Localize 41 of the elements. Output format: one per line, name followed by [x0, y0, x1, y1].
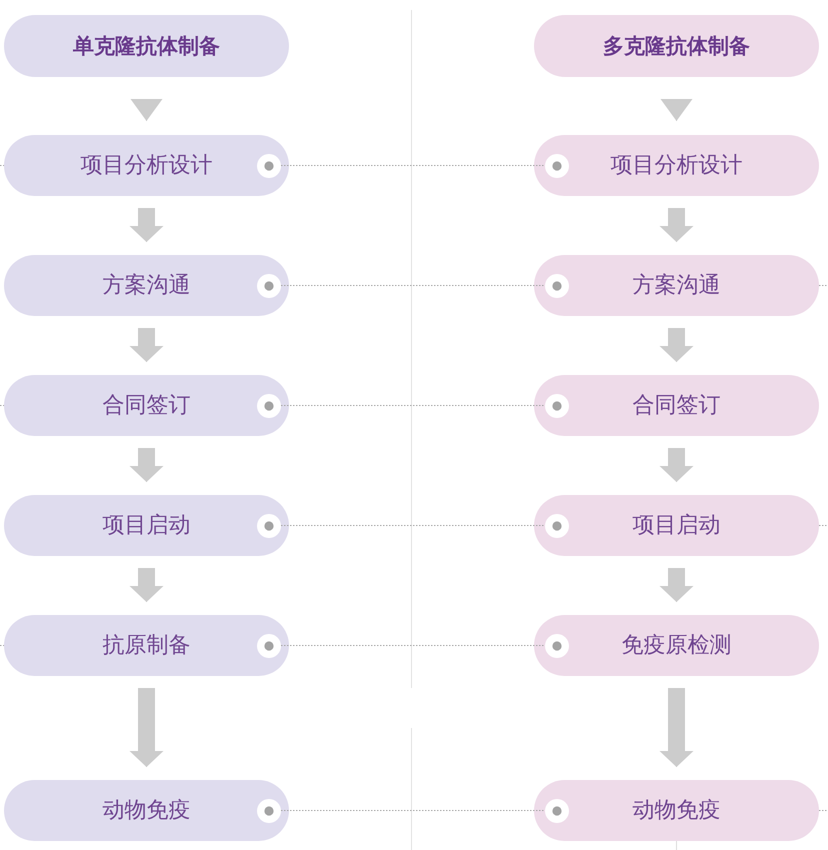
step-label: 项目启动	[632, 512, 720, 538]
step-label: 项目分析设计	[80, 152, 212, 178]
dotted-line	[280, 285, 546, 286]
step-label: 合同签订	[102, 392, 190, 418]
dot-icon	[257, 798, 281, 822]
dotted-line	[280, 525, 546, 526]
dot-icon	[257, 634, 281, 658]
heading-label: 多克隆抗体制备	[603, 34, 750, 58]
step-label: 动物免疫	[632, 798, 720, 824]
step-label: 免疫原检测	[622, 632, 732, 658]
dot-icon	[257, 274, 281, 298]
dotted-line	[280, 405, 546, 406]
dotted-line	[818, 525, 828, 526]
dot-icon	[545, 798, 569, 822]
step-label: 合同签订	[632, 392, 720, 418]
step-label: 方案沟通	[102, 272, 190, 298]
dot-icon	[545, 634, 569, 658]
dotted-line	[0, 405, 4, 406]
dotted-line	[0, 645, 4, 646]
dotted-line	[818, 285, 828, 286]
dot-icon	[545, 394, 569, 418]
dot-icon	[257, 514, 281, 538]
line	[676, 840, 677, 850]
step-label: 项目启动	[102, 512, 190, 538]
dotted-line	[280, 165, 546, 166]
dot-icon	[257, 154, 281, 178]
dotted-line	[0, 165, 4, 166]
step-label: 方案沟通	[632, 272, 720, 298]
step-label: 动物免疫	[102, 798, 190, 824]
arrow	[660, 98, 692, 122]
dot-icon	[545, 514, 569, 538]
dot-icon	[545, 154, 569, 178]
dotted-line	[818, 810, 828, 811]
step-label: 抗原制备	[102, 632, 190, 658]
dot-icon	[257, 394, 281, 418]
dotted-line	[280, 810, 546, 811]
heading-label: 单克隆抗体制备	[73, 34, 220, 58]
dot-icon	[545, 274, 569, 298]
dotted-line	[280, 645, 546, 646]
step-label: 项目分析设计	[610, 152, 742, 178]
arrow	[130, 98, 162, 122]
